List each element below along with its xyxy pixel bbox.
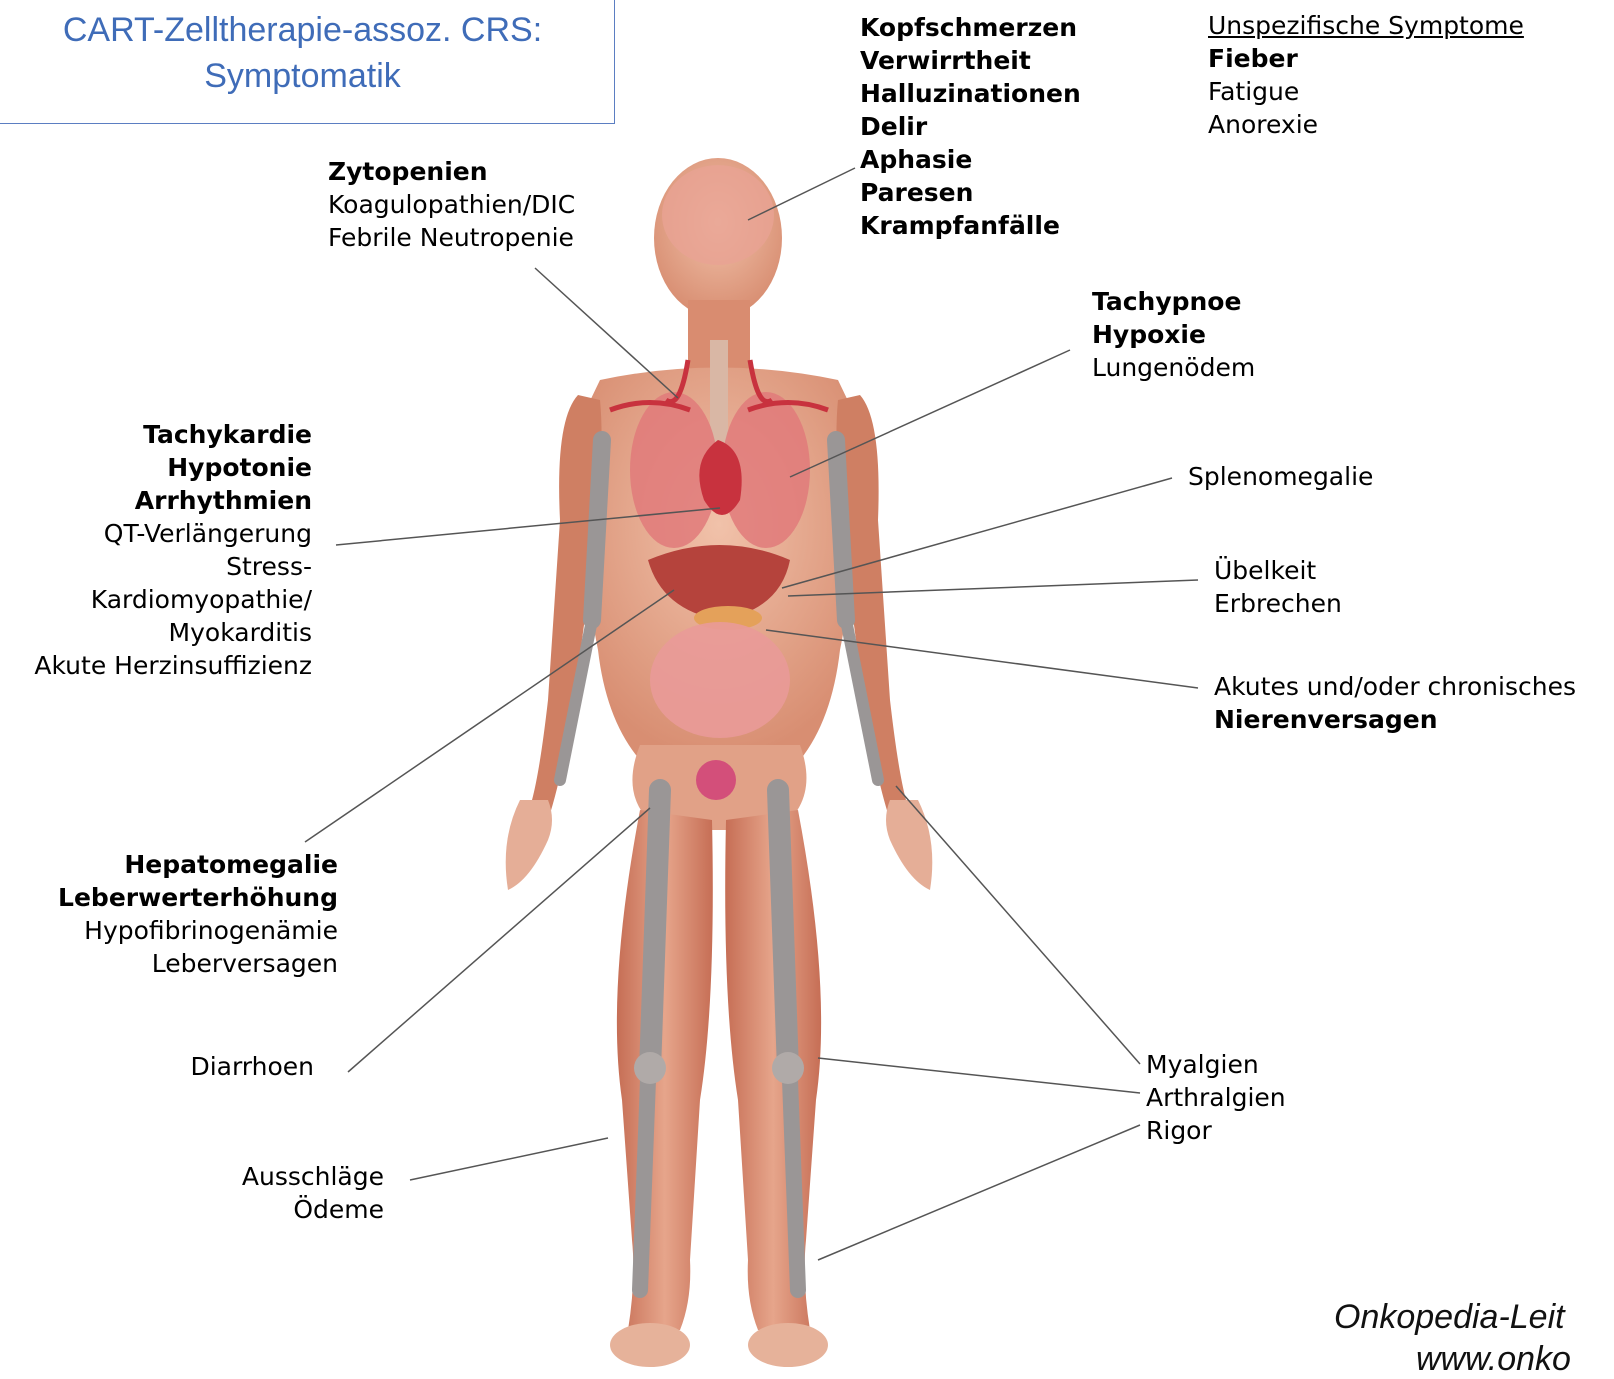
liver-item: Leberwerterhöhung [58,881,338,914]
lung-item: Hypoxie [1092,318,1255,351]
muscle-symptoms-label: Myalgien Arthralgien Rigor [1146,1048,1286,1147]
neuro-item: Verwirrtheit [860,44,1081,77]
cardiac-item: Kardiomyopathie/ [34,583,312,616]
spleen-symptoms-label: Splenomegalie [1188,460,1373,493]
muscle-item: Myalgien [1146,1048,1286,1081]
source-line-2: www.onko [1416,1340,1571,1379]
renal-item: Nierenversagen [1214,703,1576,736]
cardiac-symptoms-label: Tachykardie Hypotonie Arrhythmien QT-Ver… [34,418,312,682]
blood-symptoms-label: Zytopenien Koagulopathien/DIC Febrile Ne… [328,155,575,254]
neuro-item: Aphasie [860,143,1081,176]
blood-item: Zytopenien [328,155,575,188]
diarrhea-item: Diarrhoen [190,1050,314,1083]
cardiac-item: Stress- [34,550,312,583]
diarrhea-label: Diarrhoen [190,1050,314,1083]
neuro-item: Paresen [860,176,1081,209]
lung-item: Lungenödem [1092,351,1255,384]
neuro-symptoms-label: Kopfschmerzen Verwirrtheit Halluzination… [860,11,1081,242]
cardiac-item: Tachykardie [34,418,312,451]
unspecific-item: Anorexie [1208,108,1524,141]
cardiac-item: QT-Verlängerung [34,517,312,550]
gi-item: Übelkeit [1214,554,1342,587]
unspecific-item: Fatigue [1208,75,1524,108]
spleen-item: Splenomegalie [1188,460,1373,493]
gi-item: Erbrechen [1214,587,1342,620]
skin-item: Ödeme [242,1193,384,1226]
lung-symptoms-label: Tachypnoe Hypoxie Lungenödem [1092,285,1255,384]
source-line-1: Onkopedia-Leit [1334,1298,1565,1337]
muscle-item: Rigor [1146,1114,1286,1147]
liver-item: Hypofibrinogenämie [58,914,338,947]
blood-item: Febrile Neutropenie [328,221,575,254]
neuro-item: Krampfanfälle [860,209,1081,242]
renal-item: Akutes und/oder chronisches [1214,670,1576,703]
skin-symptoms-label: Ausschläge Ödeme [242,1160,384,1226]
neuro-item: Halluzinationen [860,77,1081,110]
liver-symptoms-label: Hepatomegalie Leberwerterhöhung Hypofibr… [58,848,338,980]
muscle-item: Arthralgien [1146,1081,1286,1114]
liver-item: Hepatomegalie [58,848,338,881]
neuro-item: Kopfschmerzen [860,11,1081,44]
skin-item: Ausschläge [242,1160,384,1193]
blood-item: Koagulopathien/DIC [328,188,575,221]
unspecific-symptoms-label: Unspezifische Symptome Fieber Fatigue An… [1208,9,1524,141]
renal-symptoms-label: Akutes und/oder chronisches Nierenversag… [1214,670,1576,736]
cardiac-item: Akute Herzinsuffizienz [34,649,312,682]
gi-symptoms-label: Übelkeit Erbrechen [1214,554,1342,620]
liver-item: Leberversagen [58,947,338,980]
unspecific-item: Fieber [1208,42,1524,75]
neuro-item: Delir [860,110,1081,143]
cardiac-item: Hypotonie [34,451,312,484]
unspecific-heading: Unspezifische Symptome [1208,9,1524,42]
lung-item: Tachypnoe [1092,285,1255,318]
cardiac-item: Arrhythmien [34,484,312,517]
cardiac-item: Myokarditis [34,616,312,649]
